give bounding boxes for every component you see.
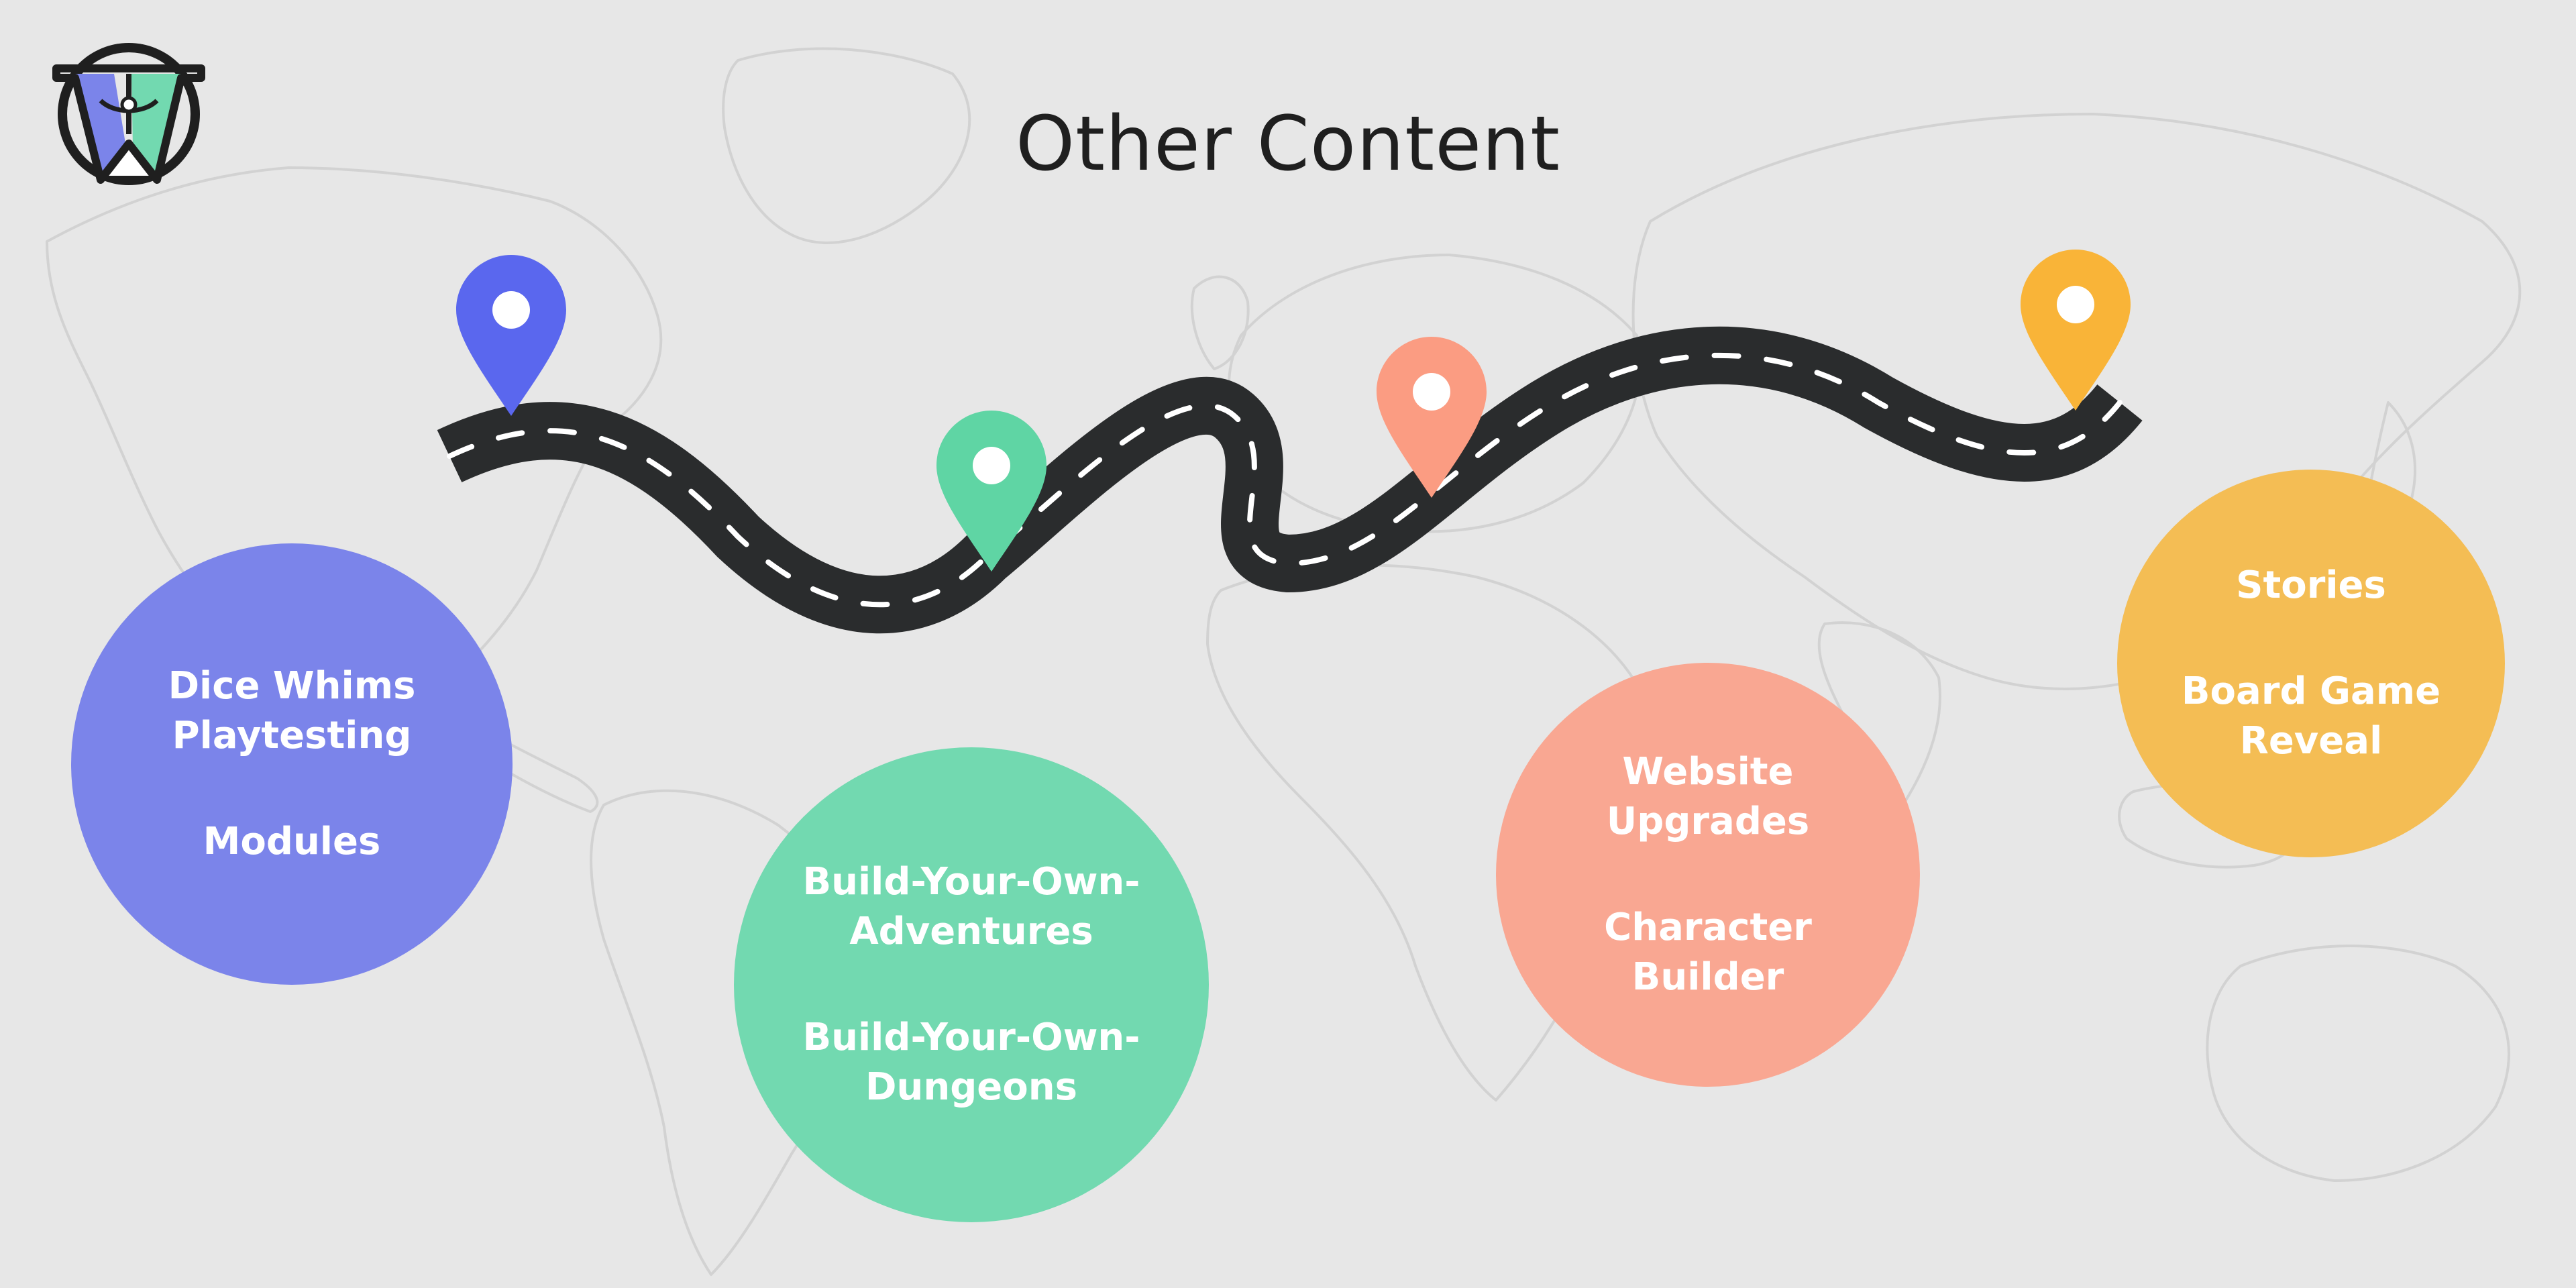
bubble-2-item-1: Build-Your-Own- Adventures	[802, 860, 1140, 953]
pin-3-icon	[1377, 337, 1487, 498]
bubble-2-item-2: Build-Your-Own- Dungeons	[802, 1016, 1140, 1109]
pin-1-icon	[456, 255, 566, 416]
map-africa	[1206, 564, 1656, 1102]
pin-2-icon	[936, 411, 1046, 572]
map-north-america	[46, 166, 663, 806]
road-center-dashes	[447, 352, 2123, 608]
bubble-1-item-1: Dice Whims Playtesting	[168, 664, 416, 757]
bubble-4-item-2: Board Game Reveal	[2181, 669, 2441, 763]
milestone-bubble-3: Website Upgrades Character Builder	[1496, 663, 1920, 1087]
milestone-bubble-4: Stories Board Game Reveal	[2117, 470, 2505, 857]
bubble-1-item-2: Modules	[203, 820, 381, 863]
milestone-bubble-1: Dice Whims Playtesting Modules	[71, 543, 513, 985]
bubble-4-item-1: Stories	[2236, 564, 2386, 607]
map-greenland	[722, 47, 971, 244]
page-title: Other Content	[1015, 101, 1561, 188]
map-australia	[2206, 945, 2510, 1182]
bubble-3-item-1: Website Upgrades	[1606, 750, 1810, 843]
pin-4-icon	[2021, 250, 2131, 411]
milestone-bubble-2: Build-Your-Own- Adventures Build-Your-Ow…	[734, 747, 1209, 1222]
bubble-3-item-2: Character Builder	[1604, 906, 1812, 999]
map-uk	[1190, 275, 1250, 370]
